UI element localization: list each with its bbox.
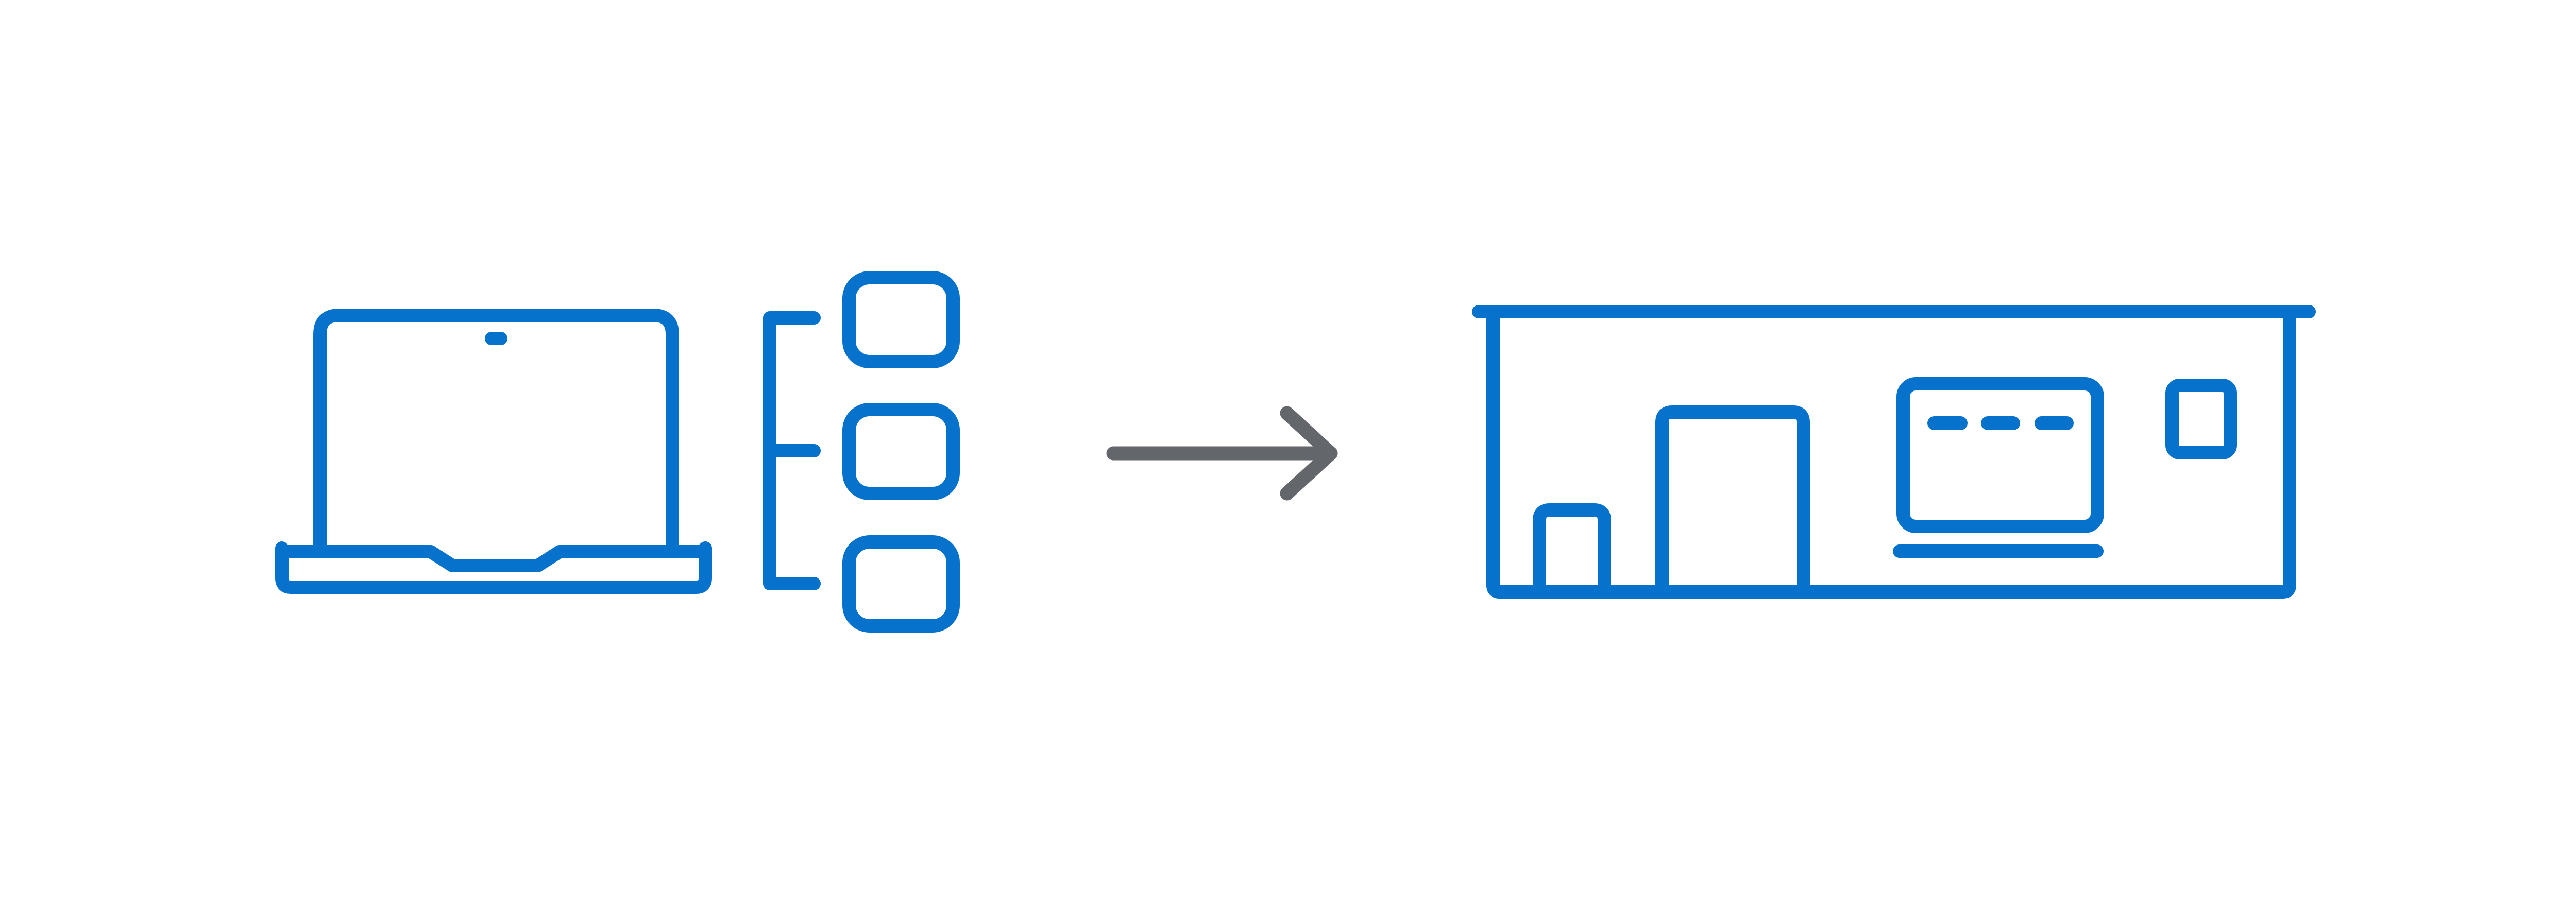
storefront-building-icon [1472,305,2316,599]
walls-and-floor [1486,312,2296,599]
tree-node-middle [842,403,960,500]
door [1655,405,1810,599]
laptop-screen [313,309,679,558]
laptop-base-tray [275,541,712,594]
arrow-head [1280,406,1338,501]
laptop-with-device-tree-icon [275,271,960,633]
tree-node-top [842,271,960,368]
tree-node-bottom [842,535,960,633]
tree-bracket [763,311,821,590]
webcam-dot-icon [485,332,507,345]
sign-dash-3 [2035,416,2074,430]
sign-dash-2 [1981,416,2020,430]
laptop-base-top [275,545,712,572]
window [2165,379,2237,460]
sign-dash-1 [1927,416,1968,430]
sign-dashes [1927,416,2074,430]
sign-panel [1896,377,2104,533]
crate [1533,503,1611,599]
arrow-right-icon [1106,406,1338,501]
